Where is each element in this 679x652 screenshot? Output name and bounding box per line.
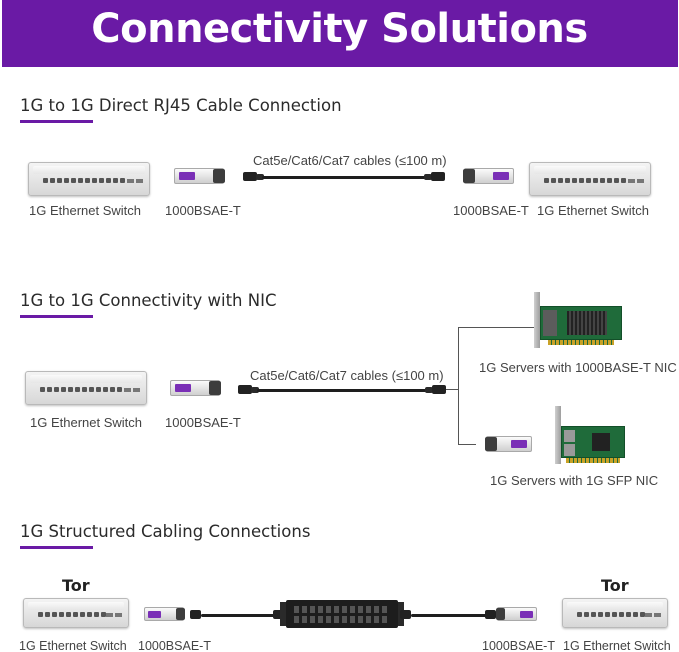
rj45-plug-icon [431, 172, 445, 181]
nic-edge-connector [566, 458, 620, 463]
switch-label: 1G Ethernet Switch [563, 639, 671, 652]
server-label: 1G Servers with 1000BASE-T NIC [479, 360, 677, 375]
branch-line [458, 444, 476, 445]
cable-label: Cat5e/Cat6/Cat7 cables (≤100 m) [250, 368, 444, 383]
rj45-plug-icon [273, 610, 284, 619]
cable-boot [251, 387, 259, 393]
section-title-direct-rj45: 1G to 1G Direct RJ45 Cable Connection [20, 96, 342, 115]
cable-label: Cat5e/Cat6/Cat7 cables (≤100 m) [253, 153, 447, 168]
ethernet-switch-icon [529, 162, 651, 196]
cable-boot [256, 174, 264, 180]
switch-label: 1G Ethernet Switch [19, 639, 127, 652]
nic-card-icon [540, 306, 622, 340]
rj45-cable-icon [201, 614, 275, 617]
switch-label: 1G Ethernet Switch [29, 203, 141, 218]
nic-bracket [534, 292, 540, 348]
branch-line [458, 327, 536, 328]
section-underline [20, 120, 93, 123]
ethernet-switch-icon [23, 598, 129, 628]
ethernet-switch-icon [28, 162, 150, 196]
rj45-plug-icon [400, 610, 411, 619]
sfp-module-icon [174, 168, 225, 184]
branch-line [458, 327, 459, 445]
nic-edge-connector [548, 340, 614, 345]
sfp-module-icon [463, 168, 514, 184]
sfp-module-icon [485, 436, 532, 452]
rj45-plug-icon [485, 610, 496, 619]
rj45-cable-icon [262, 176, 426, 179]
cable-boot [425, 387, 433, 393]
module-label: 1000BSAE-T [482, 639, 555, 652]
ethernet-switch-icon [25, 371, 147, 405]
rj45-plug-icon [190, 610, 201, 619]
sfp-module-icon [496, 607, 537, 621]
rj45-plug-icon [432, 385, 446, 394]
nic-card-icon [561, 426, 625, 458]
rj45-cable-icon [411, 614, 487, 617]
server-label: 1G Servers with 1G SFP NIC [490, 473, 659, 488]
patch-panel-icon [280, 600, 404, 628]
module-label: 1000BSAE-T [453, 203, 529, 218]
rj45-plug-icon [238, 385, 252, 394]
section-title-nic: 1G to 1G Connectivity with NIC [20, 291, 277, 310]
branch-line [446, 389, 458, 390]
tor-label: Tor [62, 576, 90, 595]
sfp-module-icon [144, 607, 185, 621]
switch-label: 1G Ethernet Switch [537, 203, 649, 218]
rj45-plug-icon [243, 172, 257, 181]
ethernet-switch-icon [562, 598, 668, 628]
rj45-cable-icon [257, 389, 427, 392]
title-banner [2, 0, 678, 67]
module-label: 1000BSAE-T [165, 415, 241, 430]
cable-boot [424, 174, 432, 180]
section-title-structured-cabling: 1G Structured Cabling Connections [20, 522, 311, 541]
sfp-module-icon [170, 380, 221, 396]
section-underline [20, 315, 93, 318]
page-title: Connectivity Solutions [91, 6, 588, 52]
nic-bracket [555, 406, 561, 464]
switch-label: 1G Ethernet Switch [30, 415, 142, 430]
section-underline [20, 546, 93, 549]
module-label: 1000BSAE-T [138, 639, 211, 652]
tor-label: Tor [601, 576, 629, 595]
module-label: 1000BSAE-T [165, 203, 241, 218]
